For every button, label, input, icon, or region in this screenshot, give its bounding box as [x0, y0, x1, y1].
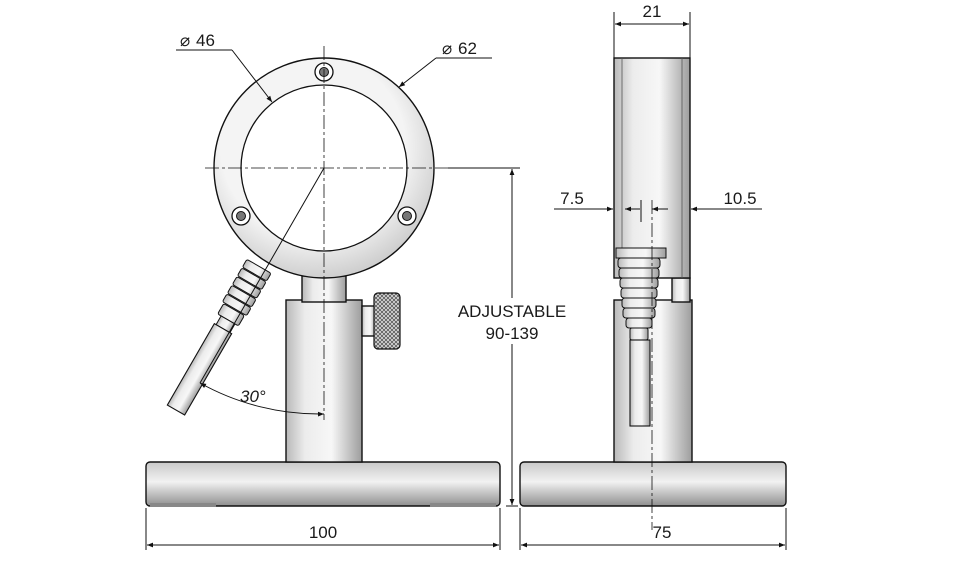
height-label-line1: ADJUSTABLE [458, 302, 566, 321]
angle-label: 30° [240, 387, 266, 406]
dia-inner-dimension: ⌀ 46 [176, 31, 273, 103]
height-dimension: ADJUSTABLE 90-139 [446, 167, 580, 507]
front-width-label: 100 [309, 523, 337, 542]
side-view: 21 7.5 10.5 75 [519, 2, 787, 550]
dia-outer-label: 62 [458, 39, 477, 58]
front-centerlines [199, 46, 448, 420]
dia-inner-label: 46 [196, 31, 215, 50]
right-offset-label: 10.5 [723, 189, 756, 208]
height-label-line2: 90-139 [486, 324, 539, 343]
diameter-symbol: ⌀ [442, 39, 452, 59]
side-base-width-dimension: 75 [519, 508, 787, 550]
locking-knob [361, 292, 401, 350]
front-cable [166, 259, 271, 416]
dia-outer-dimension: ⌀ 62 [398, 39, 492, 88]
front-width-dimension: 100 [145, 508, 501, 550]
side-base [519, 461, 787, 507]
front-base [145, 461, 501, 507]
diameter-symbol: ⌀ [180, 31, 190, 51]
side-head [613, 57, 691, 279]
top-width-label: 21 [643, 2, 662, 21]
base-width-label: 75 [653, 523, 672, 542]
side-cable [615, 247, 667, 427]
front-view: 30° ⌀ 46 ⌀ 62 100 [145, 31, 501, 550]
side-offset-dimension: 7.5 10.5 [554, 189, 762, 222]
side-top-width-dimension: 21 [613, 2, 691, 58]
angle-dimension: 30° [199, 382, 325, 417]
left-offset-label: 7.5 [560, 189, 584, 208]
